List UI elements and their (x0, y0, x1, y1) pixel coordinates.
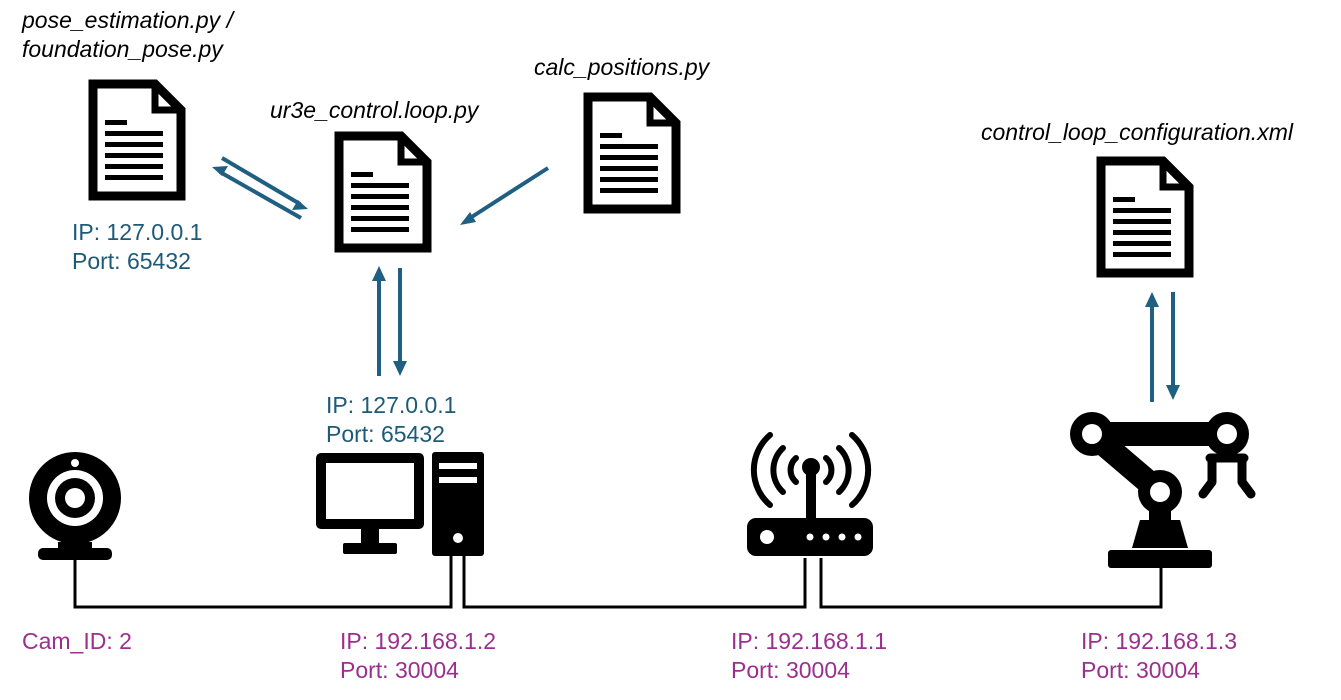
arrowhead (1166, 385, 1180, 400)
computer-local-endpoint: IP: 127.0.0.1 Port: 65432 (326, 391, 456, 449)
router-network-endpoint: IP: 192.168.1.1 Port: 30004 (731, 627, 887, 685)
robot-network-endpoint: IP: 192.168.1.3 Port: 30004 (1081, 627, 1237, 685)
arrowhead (372, 266, 386, 281)
config-xml-filename: control_loop_configuration.xml (981, 119, 1293, 145)
arrowhead (1145, 292, 1159, 307)
ur3e-control-filename: ur3e_control.loop.py (270, 97, 479, 123)
computer-router-cable (462, 556, 807, 609)
computer-network-ip: IP: 192.168.1.2 (340, 628, 497, 654)
wifi-router-icon (747, 432, 873, 556)
desktop-computer-icon (316, 452, 484, 556)
pose-local-endpoint: IP: 127.0.0.1 Port: 65432 (72, 218, 202, 276)
pose-estimation-filename-line1: pose_estimation.py / (22, 7, 233, 33)
pose-to-ur3e-arrow (220, 156, 302, 206)
computer-local-ip: IP: 127.0.0.1 (326, 392, 457, 418)
arrowhead (212, 166, 228, 176)
pose-estimation-filename: pose_estimation.py / foundation_pose.py (22, 6, 233, 64)
robot-network-port: Port: 30004 (1081, 657, 1200, 683)
arrowhead (292, 200, 308, 210)
computer-network-endpoint: IP: 192.168.1.2 Port: 30004 (340, 627, 496, 685)
pose-local-port: Port: 65432 (72, 248, 191, 274)
router-network-ip: IP: 192.168.1.1 (731, 628, 888, 654)
computer-local-port: Port: 65432 (326, 421, 445, 447)
robot-network-ip: IP: 192.168.1.3 (1081, 628, 1238, 654)
robot-arm-icon (1070, 412, 1256, 568)
pose-estimation-document-icon (93, 84, 181, 196)
config-xml-document-icon (1101, 161, 1189, 273)
webcam-cable (73, 556, 453, 609)
arrowhead (393, 361, 407, 376)
calc-positions-document-icon (588, 97, 676, 209)
computer-network-port: Port: 30004 (340, 657, 459, 683)
router-network-port: Port: 30004 (731, 657, 850, 683)
calc-positions-filename: calc_positions.py (534, 54, 710, 80)
calc-to-ur3e-arrow (465, 166, 550, 222)
router-robot-cable (819, 558, 1163, 609)
webcam-icon (29, 452, 121, 560)
webcam-cam-id: Cam_ID: 2 (22, 628, 132, 654)
arrowhead (460, 212, 476, 225)
ur3e-to-pose-arrow (219, 170, 302, 220)
pose-estimation-filename-line2: foundation_pose.py (22, 36, 223, 62)
ur3e-control-document-icon (339, 136, 427, 248)
pose-local-ip: IP: 127.0.0.1 (72, 219, 203, 245)
